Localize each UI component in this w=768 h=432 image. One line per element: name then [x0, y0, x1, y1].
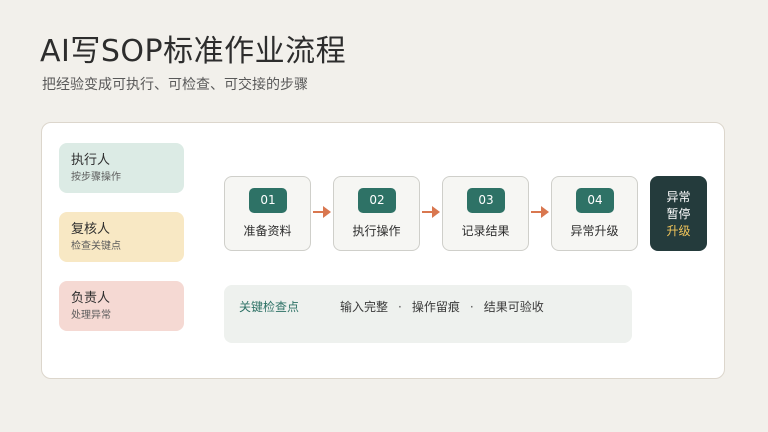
step-number: 03 [467, 188, 505, 213]
step-number: 02 [358, 188, 396, 213]
checkpoint-label: 关键检查点 [239, 300, 300, 314]
checkpoint-items: 输入完整 · 操作留痕 · 结果可验收 [340, 299, 544, 315]
role-name: 执行人 [71, 153, 111, 168]
separator-dot: · [469, 300, 474, 314]
arrow-right-icon [422, 206, 440, 218]
role-desc: 检查关键点 [71, 241, 121, 252]
role-name: 负责人 [71, 291, 111, 306]
role-executor: 执行人 按步骤操作 [59, 143, 184, 193]
checkpoint-item: 输入完整 [340, 300, 389, 314]
step-execute: 02 执行操作 [333, 176, 420, 251]
halt-line: 暂停 [666, 207, 691, 221]
role-name: 复核人 [71, 222, 111, 237]
role-desc: 处理异常 [71, 310, 111, 321]
checkpoint-panel: 关键检查点 输入完整 · 操作留痕 · 结果可验收 [224, 285, 632, 343]
step-record: 03 记录结果 [442, 176, 529, 251]
halt-line: 异常 [666, 190, 691, 204]
arrow-right-icon [313, 206, 331, 218]
step-label: 记录结果 [461, 224, 510, 238]
checkpoint-item: 操作留痕 [411, 300, 460, 314]
arrow-right-icon [531, 206, 549, 218]
page-title: AI写SOP标准作业流程 [40, 34, 347, 69]
halt-line-accent: 升级 [666, 224, 691, 238]
step-label: 准备资料 [243, 224, 292, 238]
step-label: 执行操作 [352, 224, 401, 238]
step-label: 异常升级 [570, 224, 619, 238]
separator-dot: · [398, 300, 402, 314]
page-subtitle: 把经验变成可执行、可检查、可交接的步骤 [42, 77, 308, 93]
step-escalate: 04 异常升级 [551, 176, 638, 251]
role-reviewer: 复核人 检查关键点 [59, 212, 184, 262]
role-desc: 按步骤操作 [71, 172, 121, 183]
step-number: 04 [576, 188, 614, 213]
step-number: 01 [249, 188, 287, 213]
exception-halt-box: 异常 暂停 升级 [650, 176, 707, 251]
step-prepare: 01 准备资料 [224, 176, 311, 251]
checkpoint-item: 结果可验收 [483, 300, 544, 314]
role-owner: 负责人 处理异常 [59, 281, 184, 331]
